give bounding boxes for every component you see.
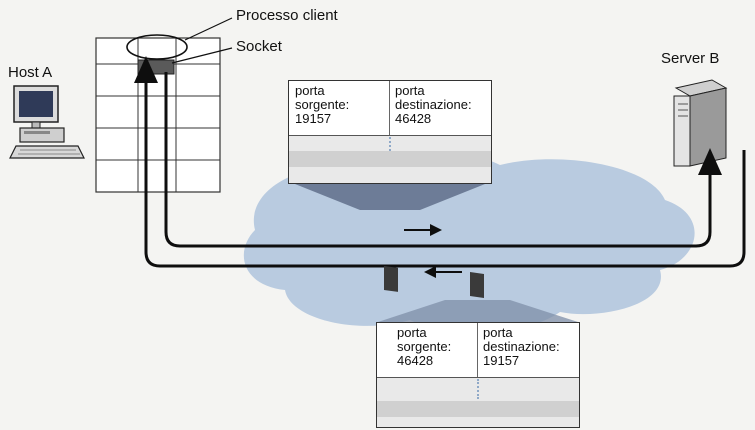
continuation-dots: [477, 379, 482, 399]
packet-inbound: [424, 266, 484, 299]
source-port-value: 46428: [397, 353, 434, 368]
socket-box: [137, 59, 175, 75]
process-client-leader: [184, 17, 233, 41]
dest-port-label-1: porta: [483, 325, 513, 340]
source-port-label-1: porta: [397, 325, 427, 340]
dest-port-value: 19157: [483, 353, 520, 368]
source-port-label-2: sorgente:: [397, 339, 452, 354]
server-b-label: Server B: [661, 50, 720, 67]
dest-port-cell: porta destinazione: 46428: [395, 84, 472, 126]
packet-outbound: [384, 224, 442, 292]
connection-line-outbound: [164, 72, 722, 248]
server-b-icon: [673, 79, 728, 167]
dest-port-label-1: porta: [395, 83, 425, 98]
segment-upper-shadow: [290, 182, 490, 210]
segment-body-band: [377, 401, 579, 417]
source-port-label-2: sorgente:: [295, 97, 350, 112]
segment-body-band: [289, 151, 491, 167]
process-client-label: Processo client: [236, 7, 338, 24]
segment-panel-outbound: porta sorgente: 19157 porta destinazione…: [288, 80, 492, 184]
dest-port-label-2: destinazione:: [483, 339, 560, 354]
segment-header: [289, 81, 491, 136]
continuation-dots: [389, 137, 394, 151]
port-divider: [477, 323, 478, 377]
segment-lower-shadow: [378, 300, 578, 322]
socket-label: Socket: [236, 38, 282, 55]
source-port-label-1: porta: [295, 83, 325, 98]
host-a-label: Host A: [8, 64, 53, 81]
connection-line-inbound: [134, 56, 746, 268]
dest-port-value: 46428: [395, 111, 432, 126]
dest-port-cell: porta destinazione: 19157: [483, 326, 560, 368]
port-divider: [389, 81, 390, 135]
socket-leader: [171, 47, 233, 64]
source-port-cell: porta sorgente: 19157: [295, 84, 349, 126]
segment-header: [377, 323, 579, 378]
host-a-computer-icon: [9, 85, 85, 159]
source-port-value: 19157: [295, 111, 332, 126]
segment-panel-inbound: porta sorgente: 46428 porta destinazione…: [376, 322, 580, 428]
source-port-cell: porta sorgente: 46428: [397, 326, 451, 368]
dest-port-label-2: destinazione:: [395, 97, 472, 112]
